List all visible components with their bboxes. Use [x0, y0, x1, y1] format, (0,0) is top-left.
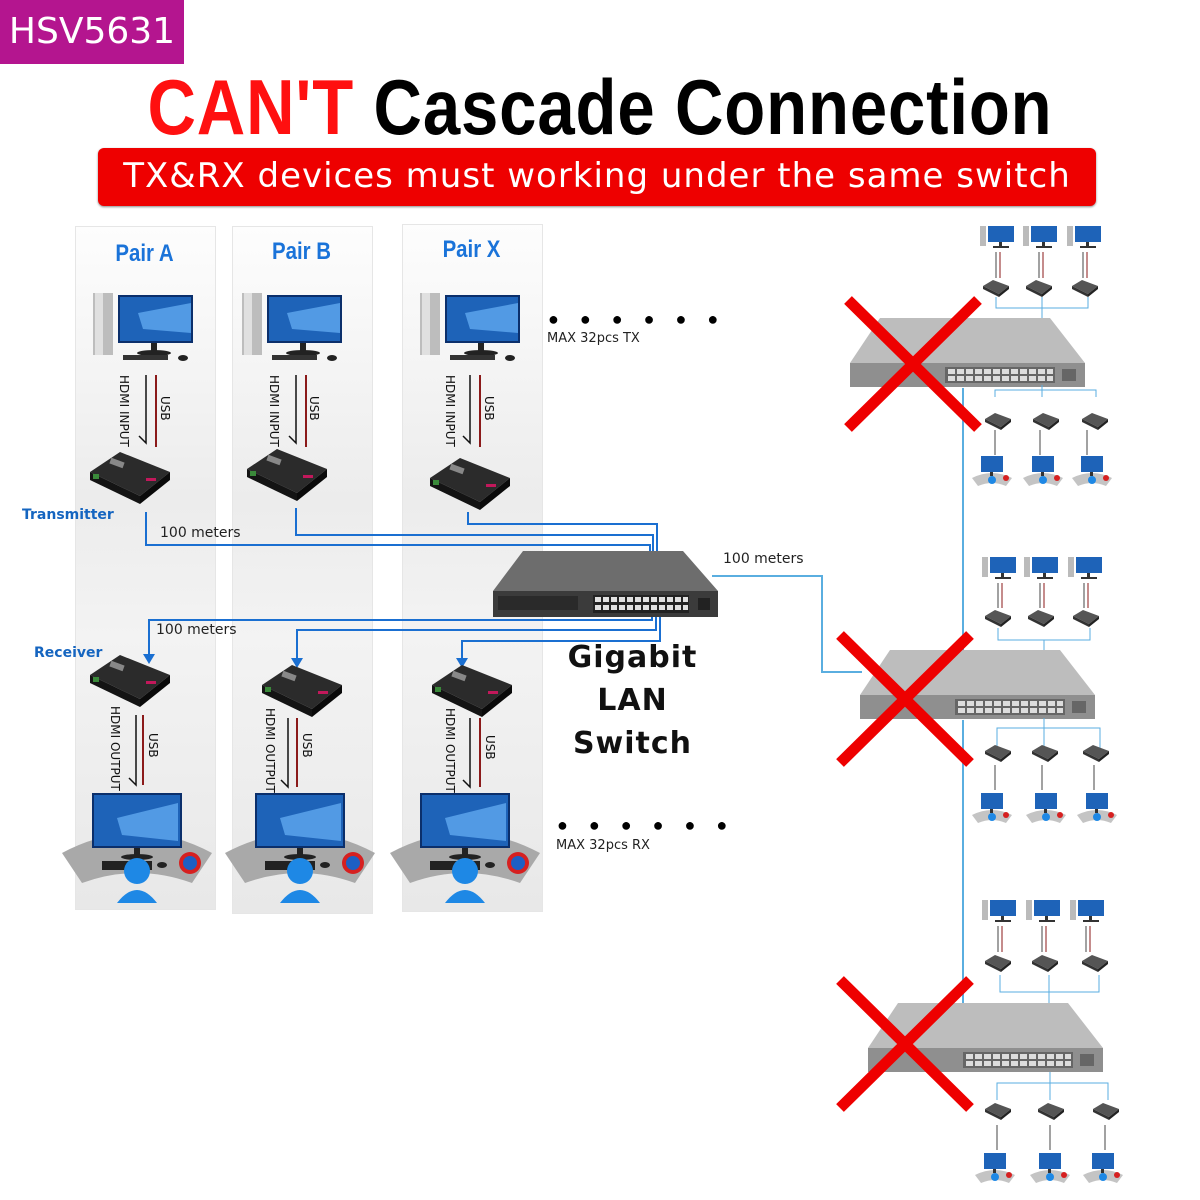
rx-hdmi-label-a: HDMI OUTPUT [108, 706, 122, 791]
rx-hdmi-label-x: HDMI OUTPUT [443, 708, 457, 793]
rx-distance-label: 100 meters [156, 622, 237, 638]
cross-icon-2 [836, 631, 974, 767]
switch-caption-line-2: LAN [597, 683, 668, 718]
max-rx-label: MAX 32pcs RX [556, 838, 650, 853]
model-badge: HSV5631 [0, 0, 184, 64]
tx-pc-pair-b [242, 293, 342, 361]
receiver-pair-a [90, 655, 170, 707]
title-cascade-connection: Cascade Connection [373, 63, 1053, 151]
cascade-group-1 [850, 226, 1112, 486]
switch-caption-line-1: Gigabit [567, 640, 698, 675]
cascade-group-2 [860, 557, 1117, 823]
tx-more-dots: ● ● ● ● ● ● [548, 309, 727, 329]
cross-icon-1 [844, 296, 982, 432]
tx-cables [138, 375, 481, 447]
tx-pc-pair-a [93, 293, 193, 361]
pair-a-title: Pair A [115, 240, 174, 267]
rx-cables [128, 715, 481, 789]
page-title: CAN'T Cascade Connection [84, 62, 1116, 153]
subtitle-banner: TX&RX devices must working under the sam… [98, 148, 1096, 206]
rx-hdmi-label-b: HDMI OUTPUT [263, 708, 277, 793]
rx-usb-label-b: USB [300, 733, 314, 758]
rx-workstation-pair-x [390, 793, 540, 903]
rx-usb-label-x: USB [483, 735, 497, 760]
tx-usb-label-a: USB [158, 396, 172, 421]
cascade-links [712, 388, 964, 1004]
transmitter-pair-b [247, 449, 327, 501]
switch-caption: Gigabit LAN Switch [540, 636, 725, 765]
tx-pc-pair-x [420, 293, 520, 361]
cascade-group-3 [868, 900, 1123, 1183]
pair-b-title: Pair B [272, 238, 331, 265]
tx-hdmi-label-b: HDMI INPUT [267, 375, 281, 447]
transmitter-pair-a [90, 452, 170, 504]
rx-arrow-heads [143, 654, 468, 668]
tx-usb-label-x: USB [482, 396, 496, 421]
max-tx-label: MAX 32pcs TX [547, 331, 640, 346]
gigabit-lan-switch [493, 551, 718, 617]
tx-hdmi-label-x: HDMI INPUT [443, 375, 457, 447]
cross-marks [836, 296, 982, 1112]
rx-usb-label-a: USB [146, 733, 160, 758]
title-cant: CAN'T [147, 63, 355, 151]
rx-workstation-pair-b [225, 793, 375, 903]
cascade-distance-label: 100 meters [723, 551, 804, 567]
pair-x-title: Pair X [442, 236, 501, 263]
rx-more-dots: ● ● ● ● ● ● [557, 815, 736, 835]
switch-caption-line-3: Switch [572, 726, 693, 761]
rx-network-cables [148, 617, 661, 660]
tx-hdmi-label-a: HDMI INPUT [117, 375, 131, 447]
tx-distance-label: 100 meters [160, 525, 241, 541]
transmitter-pair-x [430, 458, 510, 510]
tx-usb-label-b: USB [307, 396, 321, 421]
rx-workstation-pair-a [62, 793, 212, 903]
receiver-label: Receiver [34, 645, 103, 661]
cross-icon-3 [836, 976, 974, 1112]
transmitter-label: Transmitter [22, 507, 114, 523]
